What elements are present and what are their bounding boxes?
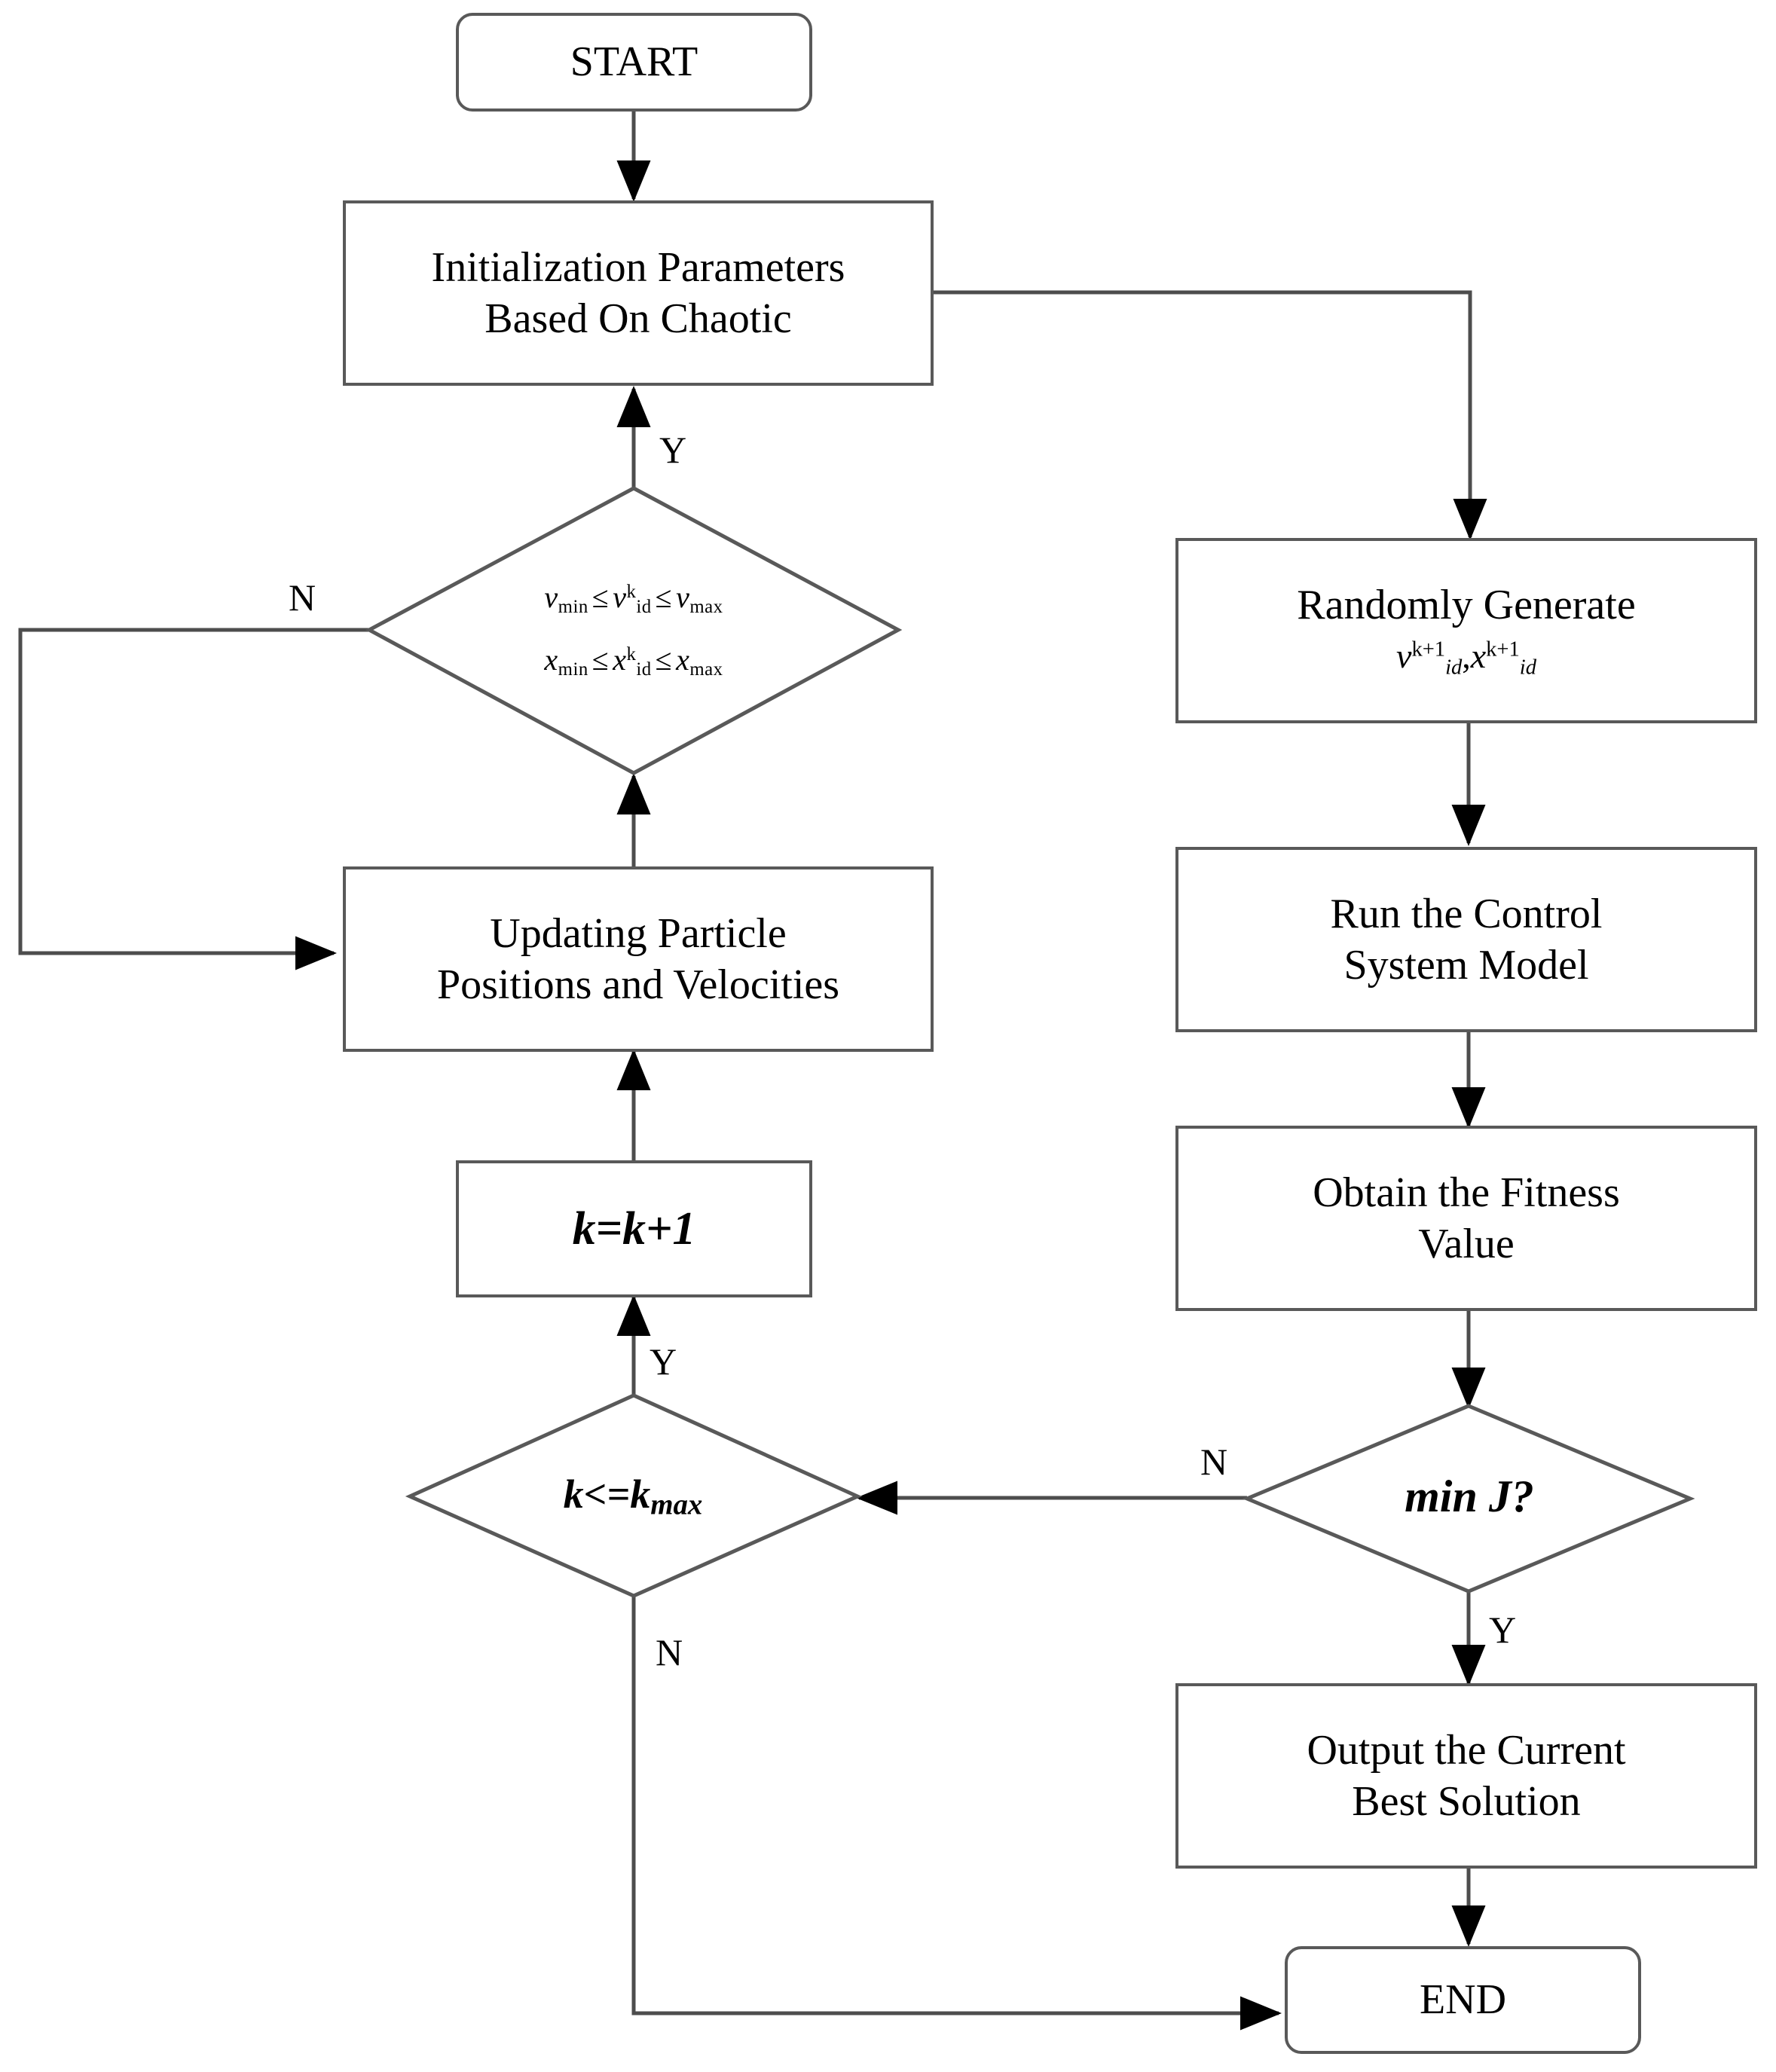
edge-label-iteration-no: N (656, 1631, 683, 1673)
node-bounds-check[interactable]: vmin≤vkid≤vmax xmin≤xkid≤xmax (433, 555, 834, 705)
node-initialization-parameters[interactable]: Initialization Parameters Based On Chaot… (343, 200, 934, 386)
node-increment-counter[interactable]: k=k+1 (456, 1160, 812, 1297)
edge-label-min-j-no: N (1200, 1441, 1228, 1483)
node-updating-line1: Updating Particle (490, 909, 787, 957)
node-iteration-check[interactable]: k<=kmax (475, 1462, 791, 1531)
node-increment-label: k=k+1 (572, 1203, 696, 1255)
node-min-j-check[interactable]: min J? (1311, 1462, 1628, 1531)
edge-label-iteration-yes: Y (650, 1340, 677, 1383)
node-run-control-system-model[interactable]: Run the Control System Model (1175, 847, 1757, 1032)
node-output-line1: Output the Current (1307, 1726, 1626, 1774)
node-run-model-line1: Run the Control (1330, 890, 1603, 937)
node-fitness-line2: Value (1418, 1221, 1515, 1267)
node-end-label: END (1419, 1976, 1507, 2024)
node-iteration-check-subscript: max (650, 1488, 703, 1521)
node-output-best-solution[interactable]: Output the Current Best Solution (1175, 1683, 1757, 1869)
node-obtain-fitness-value[interactable]: Obtain the Fitness Value (1175, 1126, 1757, 1311)
node-updating-line2: Positions and Velocities (436, 961, 840, 1008)
bounds-check-expression-x: xmin≤xkid≤xmax (544, 643, 723, 680)
node-output-line2: Best Solution (1352, 1778, 1581, 1825)
node-fitness-line1: Obtain the Fitness (1313, 1169, 1620, 1216)
decision-iteration-check-shape (405, 1393, 863, 1598)
node-start-label: START (570, 38, 698, 86)
node-iteration-check-label: k<=kmax (564, 1471, 703, 1522)
node-initialization-line2: Based On Chaotic (485, 295, 792, 342)
edge-label-bounds-yes: Y (659, 429, 687, 471)
node-iteration-check-prefix: k<=k (563, 1471, 651, 1517)
bounds-check-expression-v: vmin≤vkid≤vmax (544, 580, 723, 617)
decision-min-j-shape (1242, 1404, 1695, 1594)
node-start[interactable]: START (456, 13, 812, 112)
node-updating-particle[interactable]: Updating Particle Positions and Velociti… (343, 866, 934, 1052)
node-initialization-line1: Initialization Parameters (431, 243, 845, 291)
node-randomly-generate-math: vk+1id,xk+1id (1396, 637, 1536, 680)
node-end[interactable]: END (1285, 1946, 1641, 2054)
node-randomly-generate-line1: Randomly Generate (1297, 582, 1636, 629)
decision-bounds-check-shape (365, 486, 903, 775)
edge-label-bounds-no: N (289, 576, 316, 619)
node-run-model-line2: System Model (1343, 942, 1589, 989)
node-min-j-label: min J? (1405, 1471, 1534, 1521)
edge-label-min-j-yes: Y (1489, 1609, 1517, 1651)
node-randomly-generate[interactable]: Randomly Generate vk+1id,xk+1id (1175, 538, 1757, 723)
